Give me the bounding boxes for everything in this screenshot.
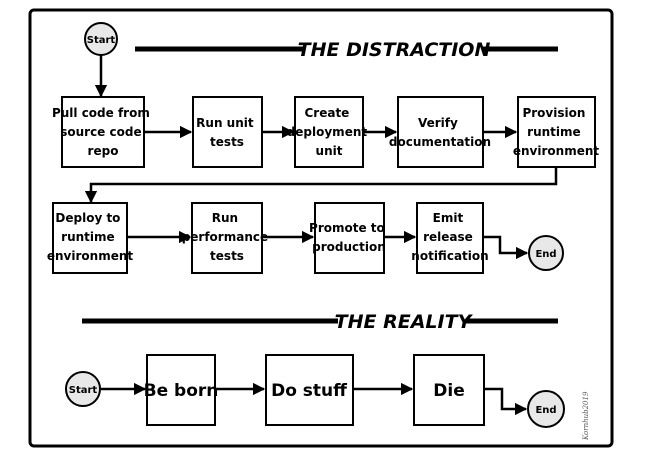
step-5-label: Provision runtime environment [513,106,600,158]
reality-heading: THE REALITY [335,311,474,333]
reality-connectors [101,382,528,416]
distraction-end-label: End [535,249,556,260]
connector-die-to-end [485,387,528,416]
distraction-step-6: Deploy to runtime environment [47,202,134,274]
distraction-step-5: Provision runtime environment [513,96,600,168]
step-7-label: Run performance tests [182,211,273,263]
step-3-label: Create deployment unit [287,106,372,158]
distraction-start-node: Start [84,22,118,56]
connector-step5-to-step6 [84,168,558,204]
distraction-step-7: Run performance tests [182,202,273,274]
distraction-end-node: End [528,235,564,271]
artist-signature: Kornhub2019 [582,391,590,441]
step-8-label: Promote to production [309,221,389,254]
distraction-connectors [84,55,558,260]
reality-step-die-label: Die [433,381,464,401]
reality-end-node: End [527,390,565,428]
distraction-start-label: Start [87,35,116,46]
distraction-step-8: Promote to production [309,202,389,274]
connector-step9-to-end [484,235,529,260]
reality-step-die: Die [413,354,485,426]
distraction-heading: THE DISTRACTION [298,39,491,61]
step-9-label: Emit release notification [411,211,488,263]
reality-step-born: Be born [144,354,219,426]
step-2-label: Run unit tests [196,116,258,149]
distraction-step-9: Emit release notification [411,202,489,274]
step-4-label: Verify documentation [389,116,491,149]
step-1-label: Pull code from source code repo [52,106,154,158]
distraction-step-3: Create deployment unit [287,96,372,168]
distraction-step-1: Pull code from source code repo [52,96,154,168]
distraction-step-4: Verify documentation [389,96,491,168]
reality-step-stuff-label: Do stuff [271,381,347,401]
reality-step-born-label: Be born [144,381,219,401]
outer-frame [28,8,614,448]
reality-start-label: Start [69,385,98,396]
step-6-label: Deploy to runtime environment [47,211,134,263]
reality-end-label: End [535,405,556,416]
distraction-step-2: Run unit tests [192,96,263,168]
reality-start-node: Start [65,371,101,407]
reality-step-stuff: Do stuff [265,354,354,426]
